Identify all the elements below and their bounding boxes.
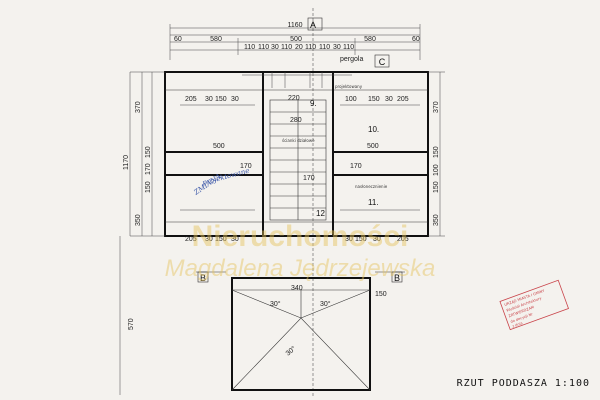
dim-left-edge: 60 — [174, 36, 182, 43]
room-number-11: 11. — [368, 198, 379, 207]
dim-room-rb-0: 30 — [345, 236, 353, 243]
dim-top-row-4: 20 — [295, 44, 303, 51]
dim-top-row-5: 110 — [305, 44, 316, 51]
stamp-line-4: z dnia — [512, 321, 524, 328]
dim-room-rb-3: 205 — [397, 236, 409, 243]
dim-mid-5: 220 — [288, 95, 300, 102]
dim-room-rt-3: 205 — [397, 96, 409, 103]
dim-room-rt-0: 100 — [345, 96, 357, 103]
section-marker-left: B — [196, 271, 226, 283]
dim-mid-3: 170 — [350, 163, 362, 170]
dim-mid-0: 500 — [213, 143, 225, 150]
watermark-line-2: Magdalena Jędrzejewska — [165, 255, 436, 282]
dim-overall-width: 1160 — [287, 22, 302, 29]
dim-left-v-0: 370 — [135, 101, 142, 113]
dim-room-lt-0: 205 — [185, 96, 197, 103]
approval-stamp: URZĄD MIASTA I GMINY Wydział Architektur… — [499, 279, 570, 331]
dim-room-lb-3: 30 — [231, 236, 239, 243]
dim-left-v-3: 150 — [145, 181, 152, 193]
dim-room-rt-1: 150 — [368, 96, 380, 103]
dim-half-right: 580 — [364, 36, 376, 43]
lower-roof: 30° 30° 30° — [231, 277, 371, 391]
dim-room-lb-2: 150 — [215, 236, 227, 243]
dim-room-lb-1: 30 — [205, 236, 213, 243]
dim-room-rb-2: 30 — [373, 236, 381, 243]
sheet-title: RZUT PODDASZA 1:100 — [457, 378, 590, 389]
room-number-12: 12 — [316, 209, 325, 218]
dim-right-v-3: 150 — [433, 181, 440, 193]
section-b-left-label: B — [200, 273, 206, 283]
dim-room-lt-1: 30 — [205, 96, 213, 103]
roof-angle-left: 30° — [270, 300, 281, 308]
dim-top-row-1: 110 — [258, 44, 269, 51]
dim-half-left: 580 — [210, 36, 222, 43]
right-vertical-dimensions: 370 150 100 150 350 — [428, 71, 445, 237]
section-marker-right: B — [375, 271, 405, 283]
axis-c-label: C — [379, 57, 386, 67]
dim-right-v-1: 150 — [433, 146, 440, 158]
building-outline — [164, 71, 429, 237]
dim-left-v-1: 150 — [145, 146, 152, 158]
dim-room-lt-3: 30 — [231, 96, 239, 103]
dim-center-gap: 500 — [290, 36, 302, 43]
axis-c-box — [374, 54, 390, 68]
dim-top-row-0: 110 — [244, 44, 255, 51]
axis-a-label: A — [310, 20, 316, 30]
dim-left-v-4: 350 — [135, 214, 142, 226]
dim-mid-1: 500 — [367, 143, 379, 150]
dim-right-v-2: 100 — [433, 164, 440, 176]
dim-room-lt-2: 150 — [215, 96, 227, 103]
note-right-top: nasłonecznienie — [355, 184, 388, 189]
top-dimension-lines: 1160 580 580 500 60 60 110 110 30 110 20… — [169, 22, 421, 60]
roof-angle-right: 30° — [320, 300, 331, 308]
dim-left-total: 1170 — [123, 155, 130, 170]
pergola-label: pergola — [340, 56, 363, 63]
room-number-9: 9. — [310, 99, 317, 108]
dim-mid-2: 170 — [240, 163, 252, 170]
dim-label-width: 340 — [291, 285, 303, 292]
watermark-line-1: Nieruchomości — [192, 220, 409, 253]
dim-mid-6: 280 — [290, 117, 302, 124]
stamp-line-3: do decyzji Nr — [510, 312, 534, 324]
dim-right-v-4: 350 — [433, 214, 440, 226]
room-number-10: 10. — [368, 125, 379, 134]
dim-top-row-6: 110 — [319, 44, 330, 51]
dim-top-row-8: 110 — [343, 44, 354, 51]
dim-lower-block: 570 — [128, 318, 135, 330]
dim-room-rt-2: 30 — [385, 96, 393, 103]
note-left-top: projektowany — [335, 84, 363, 89]
section-b-right-label: B — [394, 273, 400, 283]
dim-top-row-3: 110 — [281, 44, 292, 51]
dim-room-lb-0: 205 — [185, 236, 197, 243]
dim-mid-4: 170 — [303, 175, 315, 182]
dim-top-row-2: 30 — [271, 44, 279, 51]
dim-right-v-0: 370 — [433, 101, 440, 113]
dim-left-v-2: 170 — [145, 163, 152, 175]
left-vertical-dimensions: 370 150 170 150 350 1170 570 — [119, 71, 165, 395]
dim-top-row-7: 30 — [333, 44, 341, 51]
dim-label-depth: 150 — [375, 291, 387, 298]
dim-right-edge: 60 — [412, 36, 420, 43]
central-stair — [242, 72, 352, 221]
note-center: ścianki działowe — [282, 138, 315, 143]
room-dimensions: 205 30 150 30 100 150 30 205 205 30 150 … — [185, 95, 409, 243]
dim-room-rb-1: 150 — [355, 236, 367, 243]
